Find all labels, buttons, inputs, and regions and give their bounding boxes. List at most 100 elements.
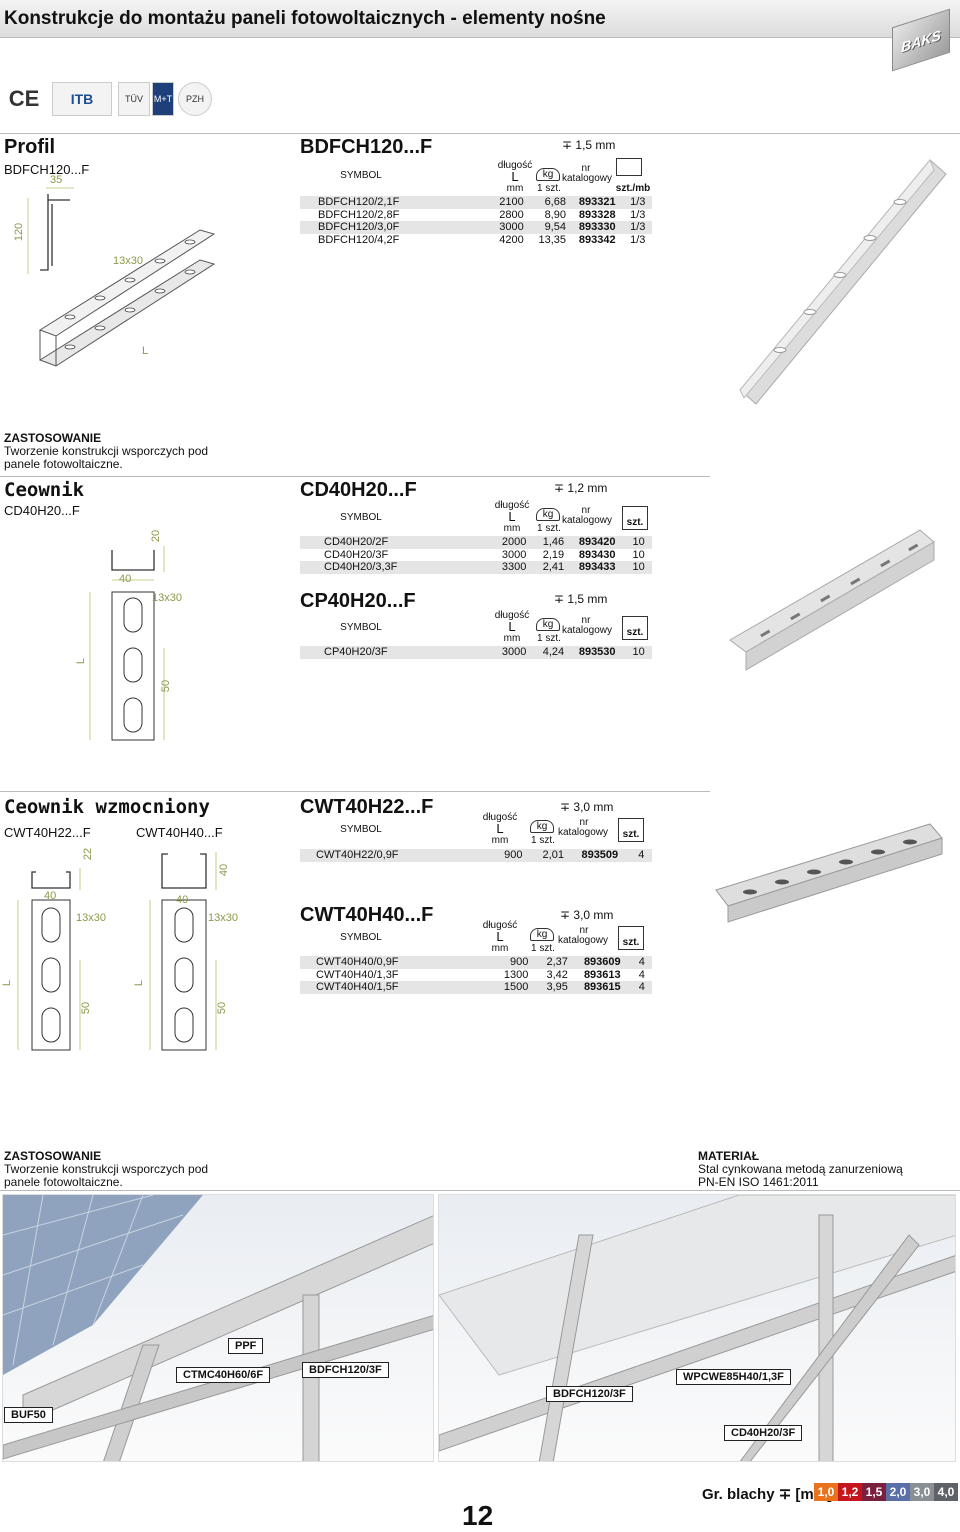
col-one: 1 szt.: [537, 183, 561, 194]
wzmocniony-product-image: [715, 823, 943, 923]
col-length-label: długość: [494, 610, 530, 621]
gauge-1-0: 1,0: [814, 1483, 838, 1501]
table-cell: 893342: [578, 233, 616, 246]
gauge-4-0: 4,0: [934, 1483, 958, 1501]
cwt22-dim-h: 22: [82, 847, 95, 861]
label-ctmc: CTMC40H60/6F: [176, 1367, 271, 1383]
gauge-1-5: 1,5: [862, 1483, 886, 1501]
ceownik-product-image: [729, 529, 935, 671]
cd40-thickness-value: 1,2 mm: [567, 481, 608, 495]
col-symbol: SYMBOL: [340, 170, 382, 181]
cwt22-dim-w: 40: [44, 890, 57, 902]
col-mm: mm: [491, 943, 509, 954]
table-cell: 2,37: [533, 956, 573, 969]
gauge-1-2: 1,2: [838, 1483, 862, 1501]
table-cell: 893615: [572, 981, 632, 994]
table-cell: 893420: [569, 536, 626, 549]
col-mm: mm: [503, 523, 521, 534]
col-nr: nr: [579, 925, 589, 936]
box-icon: szt.: [618, 926, 644, 950]
gauge-3-0: 3,0: [910, 1483, 934, 1501]
profil-zastosowanie: ZASTOSOWANIE Tworzenie konstrukcji wspor…: [4, 432, 224, 471]
cp40-table-head: SYMBOL długość L mm kg 1 szt. nr katalog…: [300, 608, 652, 646]
col-length-label: długość: [494, 500, 530, 511]
col-qty: szt.: [622, 829, 640, 840]
table-cell: 10: [632, 548, 645, 561]
col-length-label: długość: [482, 812, 518, 823]
table-cell: 893321: [570, 196, 624, 209]
table-cell: 1/3: [630, 208, 646, 221]
label-bdfch-right: BDFCH120/3F: [546, 1386, 633, 1402]
weight-icon: kg: [536, 618, 560, 631]
table-cell: 4200: [499, 233, 524, 246]
table-cell: 1/3: [630, 233, 646, 246]
table-cell: CD40H20/2F: [300, 536, 490, 549]
cp40-thickness: ∓ 1,5 mm: [554, 592, 608, 606]
table-cell: 1500: [490, 981, 534, 994]
label-bdfch-left: BDFCH120/3F: [302, 1362, 389, 1378]
table-cell: 4: [631, 956, 652, 969]
col-one: 1 szt.: [537, 633, 561, 644]
table-cell: CD40H20/3F: [324, 548, 389, 561]
table-cell: 1300: [503, 968, 529, 981]
col-qty: szt.: [622, 937, 640, 948]
table-cell: CWT40H40/0,9F: [300, 956, 490, 969]
col-length-label: długość: [482, 920, 518, 931]
table-cell: 3000: [490, 646, 532, 659]
profil-table-head: SYMBOL długość L mm kg 1 szt. nr katalog…: [300, 158, 652, 196]
table-cell: 4,24: [531, 646, 570, 659]
ceownik-dim-w: 40: [119, 573, 132, 585]
cwt22-table-head: SYMBOL długość L mm kg 1 szt. nr katalog…: [300, 810, 652, 848]
ce-logo: CE: [2, 82, 46, 116]
table-cell: BDFCH120/4,2F: [318, 233, 400, 246]
profil-drawing: [27, 187, 216, 367]
gauge-2-0: 2,0: [886, 1483, 910, 1501]
zastosowanie-text-1: Tworzenie konstrukcji wsporczych pod: [4, 1162, 209, 1176]
divider: [0, 133, 960, 134]
cd40-code: CD40H20...F: [300, 479, 417, 501]
col-kg: kg: [542, 619, 554, 630]
ceownik-drawing: [89, 546, 165, 741]
cd40-table-head: SYMBOL długość L mm kg 1 szt. nr katalog…: [300, 498, 652, 536]
table-cell: 2100: [490, 196, 529, 209]
cwt22-dim-pitch: 50: [80, 1001, 93, 1015]
material-title: MATERIAŁ: [698, 1149, 760, 1163]
cwt40-code: CWT40H40...F: [300, 904, 434, 926]
col-length-label: długość: [497, 160, 533, 171]
col-mm: mm: [503, 633, 521, 644]
table-cell: 900: [490, 849, 528, 862]
table-cell: CWT40H40/1,5F: [300, 981, 490, 994]
table-cell: 3,95: [533, 981, 573, 994]
table-cell: 893328: [578, 208, 616, 221]
ceownik-subtitle: CD40H20...F: [4, 503, 80, 518]
zastosowanie-title: ZASTOSOWANIE: [4, 431, 102, 445]
table-cell: 4: [631, 981, 652, 994]
table-cell: 3000: [490, 221, 529, 234]
table-cell: 10: [625, 646, 652, 659]
page-number: 12: [462, 1500, 494, 1531]
weight-icon: kg: [536, 168, 560, 181]
box-icon: [616, 158, 642, 176]
profil-code: BDFCH120...F: [300, 136, 433, 158]
col-nr: nr: [581, 505, 591, 516]
cwt40-dim-pitch: 50: [216, 1001, 229, 1015]
cwt40-dim-length: L: [133, 979, 146, 987]
col-symbol: SYMBOL: [340, 512, 382, 523]
box-icon: szt.: [622, 506, 648, 530]
zastosowanie-text-1: Tworzenie konstrukcji wsporczych pod: [4, 444, 209, 458]
table-cell: 2,41: [531, 561, 570, 574]
table-cell: 4: [630, 849, 652, 862]
table-cell: CP40H20/3F: [300, 646, 490, 659]
installation-photo-right: [438, 1194, 956, 1462]
mt-logo: M+T: [152, 82, 174, 116]
